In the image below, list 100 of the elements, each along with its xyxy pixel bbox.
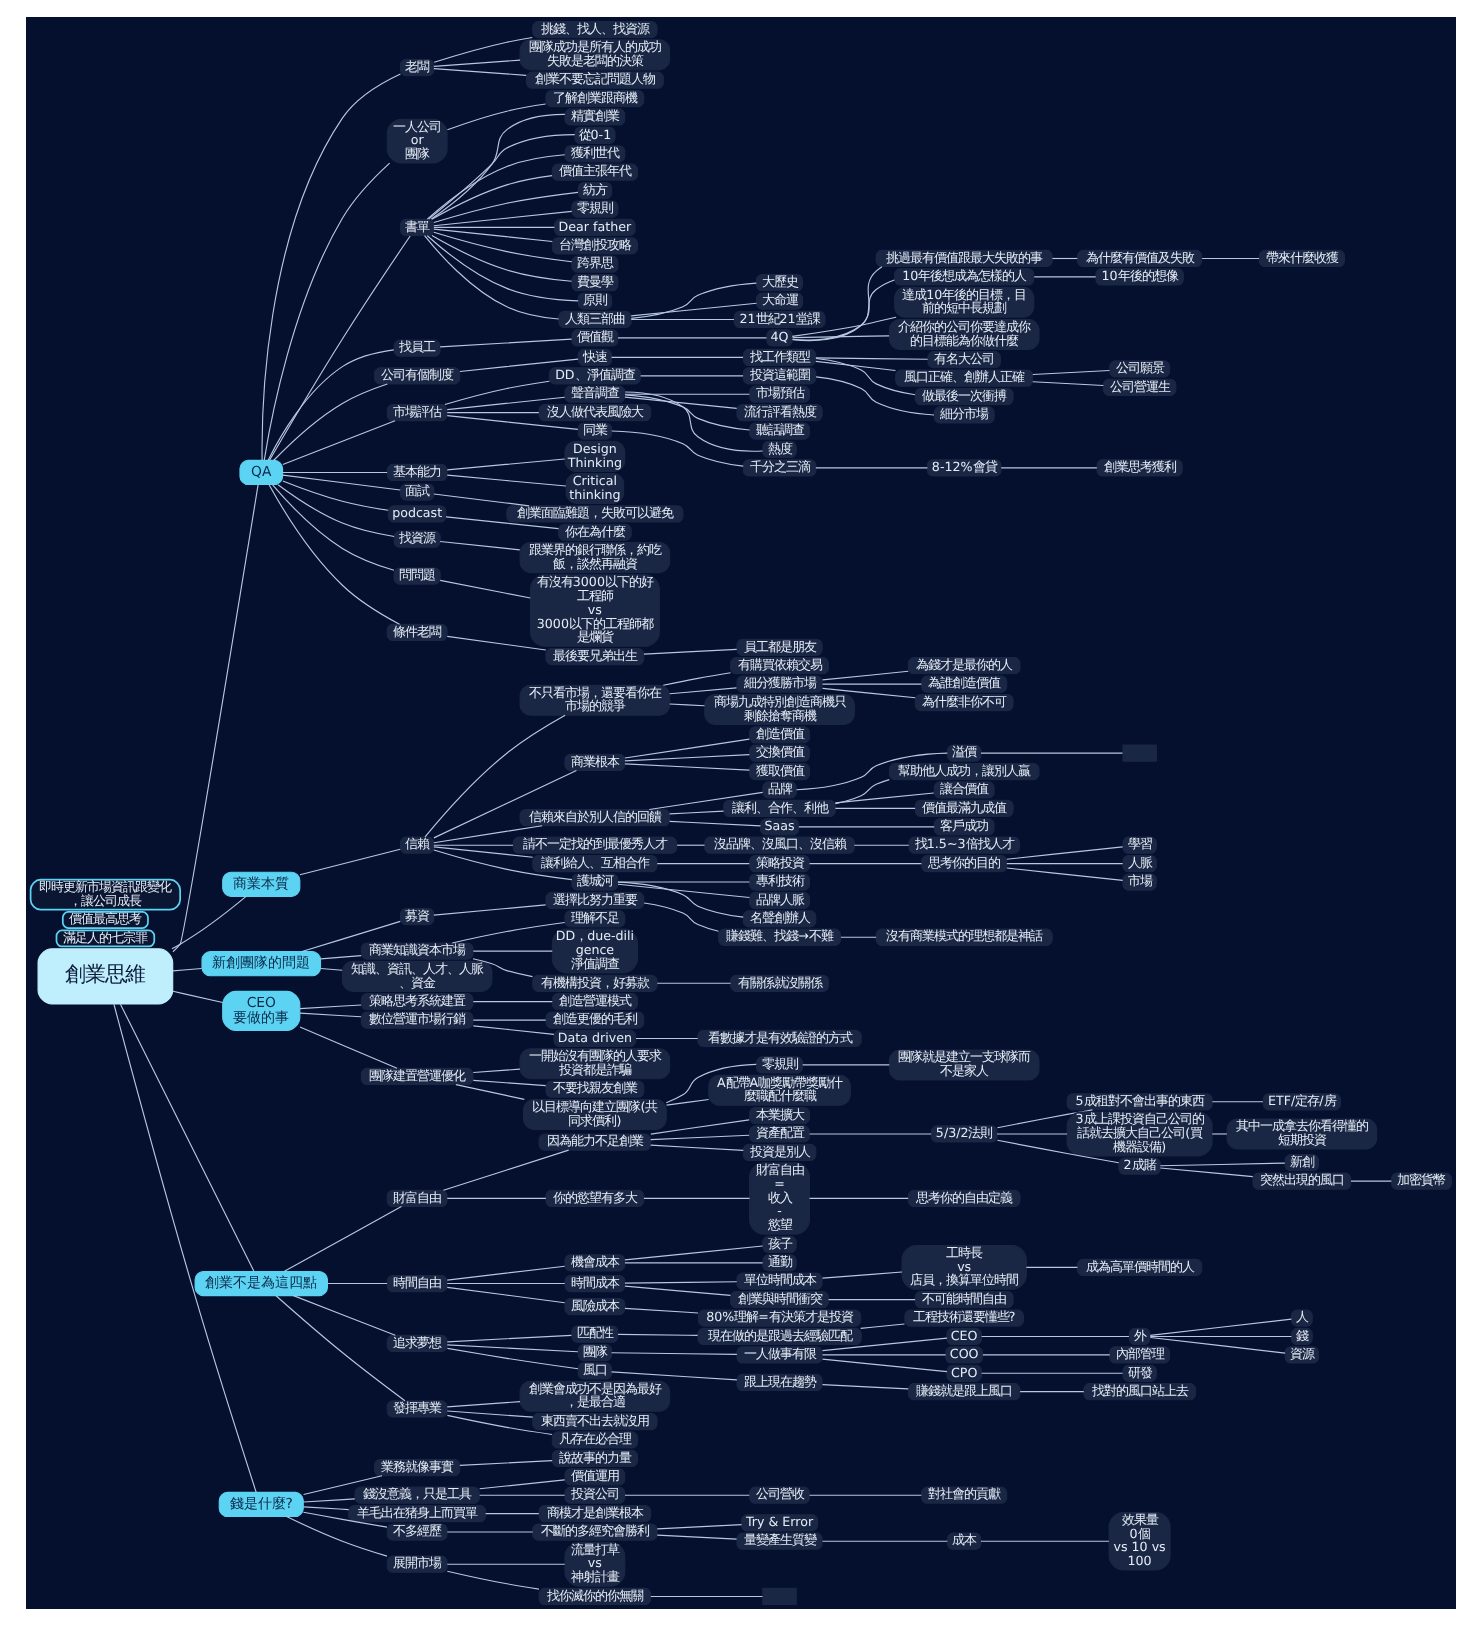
connector	[471, 1025, 554, 1035]
connector	[471, 950, 552, 952]
connector	[820, 1358, 947, 1373]
connector	[623, 1245, 763, 1261]
connector	[820, 687, 915, 699]
connector	[1158, 1162, 1285, 1167]
connector	[820, 1384, 908, 1390]
connector	[445, 396, 565, 411]
connector	[171, 990, 223, 1004]
connector	[623, 738, 749, 759]
node-box: 創業思維	[36, 948, 173, 1005]
connector	[623, 1285, 731, 1296]
connector	[1148, 1336, 1285, 1354]
connector	[171, 484, 258, 953]
connector	[432, 825, 542, 844]
connector	[445, 474, 566, 487]
connector	[171, 967, 202, 972]
connector	[639, 375, 743, 377]
connector	[623, 1307, 698, 1314]
connector	[438, 338, 572, 348]
connector	[441, 1149, 569, 1191]
connector	[325, 1282, 387, 1285]
connector	[432, 68, 526, 76]
connector	[445, 635, 546, 651]
connector	[820, 683, 921, 685]
connector	[478, 1479, 565, 1490]
connector	[616, 881, 743, 918]
connector	[285, 1515, 387, 1557]
connector	[302, 1506, 349, 1511]
connector	[432, 228, 552, 243]
connector	[443, 380, 549, 406]
connector	[458, 1460, 552, 1466]
connector	[1050, 257, 1077, 260]
connector	[471, 1001, 552, 1003]
connector	[794, 752, 947, 791]
connector	[432, 231, 572, 263]
connector	[979, 752, 1123, 754]
connector	[266, 349, 394, 461]
connector	[623, 393, 749, 395]
connector	[1005, 846, 1123, 860]
connector	[642, 902, 719, 932]
connector	[980, 1335, 1129, 1338]
connector	[300, 920, 400, 953]
connector	[112, 1003, 256, 1493]
connector	[445, 1570, 539, 1590]
connector	[484, 1513, 539, 1515]
connector	[1148, 1335, 1291, 1338]
connector	[642, 648, 737, 655]
connector	[655, 863, 749, 865]
connector	[791, 335, 889, 339]
connector	[445, 1334, 571, 1343]
connector	[981, 1354, 1110, 1356]
connector	[432, 36, 532, 63]
connector	[282, 1205, 401, 1272]
connector	[790, 279, 894, 341]
connector	[298, 1026, 397, 1069]
connector	[833, 792, 934, 804]
connector	[995, 1133, 1067, 1135]
connector	[839, 936, 876, 938]
connector	[649, 1595, 763, 1598]
connector	[675, 844, 705, 846]
connector	[820, 670, 908, 681]
connector	[432, 770, 576, 839]
connector	[820, 1354, 946, 1356]
connector	[1005, 867, 1123, 881]
connector	[445, 103, 546, 131]
connector	[814, 376, 934, 416]
connector	[655, 1524, 742, 1530]
connector	[820, 1271, 902, 1279]
connector	[430, 175, 552, 220]
connector	[298, 1004, 361, 1010]
connector	[852, 844, 909, 846]
connector	[616, 1333, 698, 1336]
connector	[423, 235, 559, 320]
connector	[791, 266, 882, 342]
connector	[438, 540, 520, 551]
connector	[425, 154, 565, 220]
connector	[797, 826, 934, 828]
connector	[432, 493, 529, 507]
connector	[1210, 1101, 1263, 1103]
connector	[820, 1337, 947, 1352]
connector	[623, 763, 749, 771]
connector	[616, 337, 767, 339]
connector	[655, 982, 731, 984]
connector	[616, 881, 749, 883]
connector	[647, 791, 763, 811]
connector	[820, 1540, 947, 1542]
connector	[610, 430, 743, 467]
connector	[995, 1139, 1119, 1164]
node-box	[1121, 744, 1156, 762]
connector	[445, 1414, 552, 1436]
connector	[610, 356, 743, 358]
connector	[262, 162, 390, 461]
connector	[432, 849, 572, 881]
connector	[432, 59, 520, 67]
connector	[445, 1347, 578, 1370]
connector	[260, 73, 401, 461]
connector	[623, 391, 763, 452]
connector	[445, 415, 578, 430]
connector	[1032, 276, 1096, 278]
